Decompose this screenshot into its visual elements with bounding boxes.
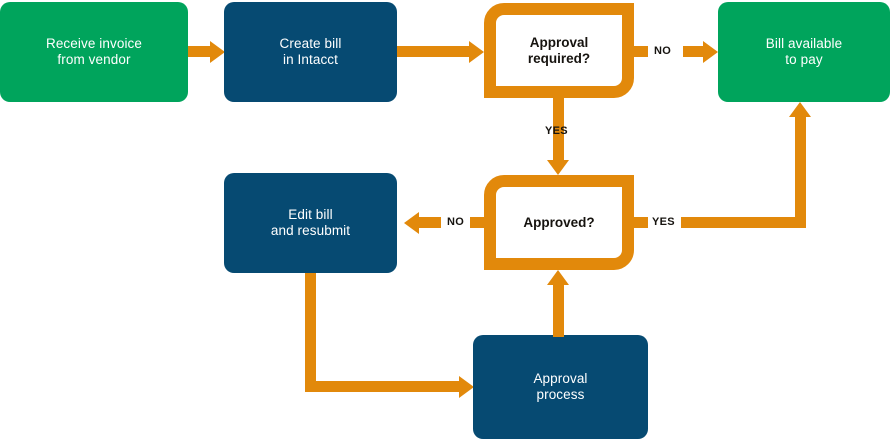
node-approval-process[interactable]: Approval process	[473, 335, 648, 439]
edge-process-to-approved-line	[553, 285, 564, 337]
node-approved-label: Approved?	[523, 214, 595, 230]
edge-approved-no-line	[419, 217, 441, 228]
node-bill-available[interactable]: Bill available to pay	[718, 2, 890, 102]
node-create-bill[interactable]: Create bill in Intacct	[224, 2, 397, 102]
edge-label-approved-yes: YES	[652, 216, 675, 228]
edge-approved-no-stub	[470, 217, 484, 228]
edge-edit-to-process-line-vertical	[305, 273, 316, 386]
edge-approved-yes-line-horizontal	[681, 217, 806, 228]
node-create-bill-label: Create bill in Intacct	[279, 36, 342, 67]
edge-approval-no-line	[683, 46, 703, 57]
node-bill-available-label: Bill available to pay	[765, 36, 843, 67]
edge-approved-yes-stub	[634, 217, 648, 228]
node-approval-required[interactable]: Approval required?	[484, 3, 634, 98]
edge-process-to-approved-arrowhead	[547, 270, 569, 285]
edge-approved-no-arrowhead	[404, 212, 419, 234]
node-edit-bill[interactable]: Edit bill and resubmit	[224, 173, 397, 273]
edge-edit-to-process-arrowhead	[459, 376, 474, 398]
node-edit-bill-label: Edit bill and resubmit	[270, 207, 351, 238]
edge-label-approved-no: NO	[447, 216, 465, 228]
edge-receive-to-create-arrowhead	[210, 41, 225, 63]
edge-approved-yes-arrowhead	[789, 102, 811, 117]
edge-approval-no-stub	[634, 46, 648, 57]
node-receive-invoice-label: Receive invoice from vendor	[45, 36, 143, 67]
edge-create-to-decision-line	[397, 46, 469, 57]
edge-approval-no-arrowhead	[703, 41, 718, 63]
edge-label-approval-required-yes: YES	[545, 125, 568, 137]
edge-create-to-decision-arrowhead	[469, 41, 484, 63]
edge-approval-yes-arrowhead	[547, 160, 569, 175]
node-approval-process-label: Approval process	[533, 371, 588, 402]
edge-edit-to-process-line-horizontal	[305, 381, 459, 392]
edge-label-approval-required-no: NO	[654, 45, 672, 57]
edge-approved-yes-line-vertical	[795, 117, 806, 223]
edge-receive-to-create-line	[188, 46, 210, 57]
node-receive-invoice[interactable]: Receive invoice from vendor	[0, 2, 188, 102]
edge-approval-yes-line	[553, 98, 564, 160]
node-approval-required-label: Approval required?	[527, 34, 591, 66]
node-approved[interactable]: Approved?	[484, 175, 634, 270]
